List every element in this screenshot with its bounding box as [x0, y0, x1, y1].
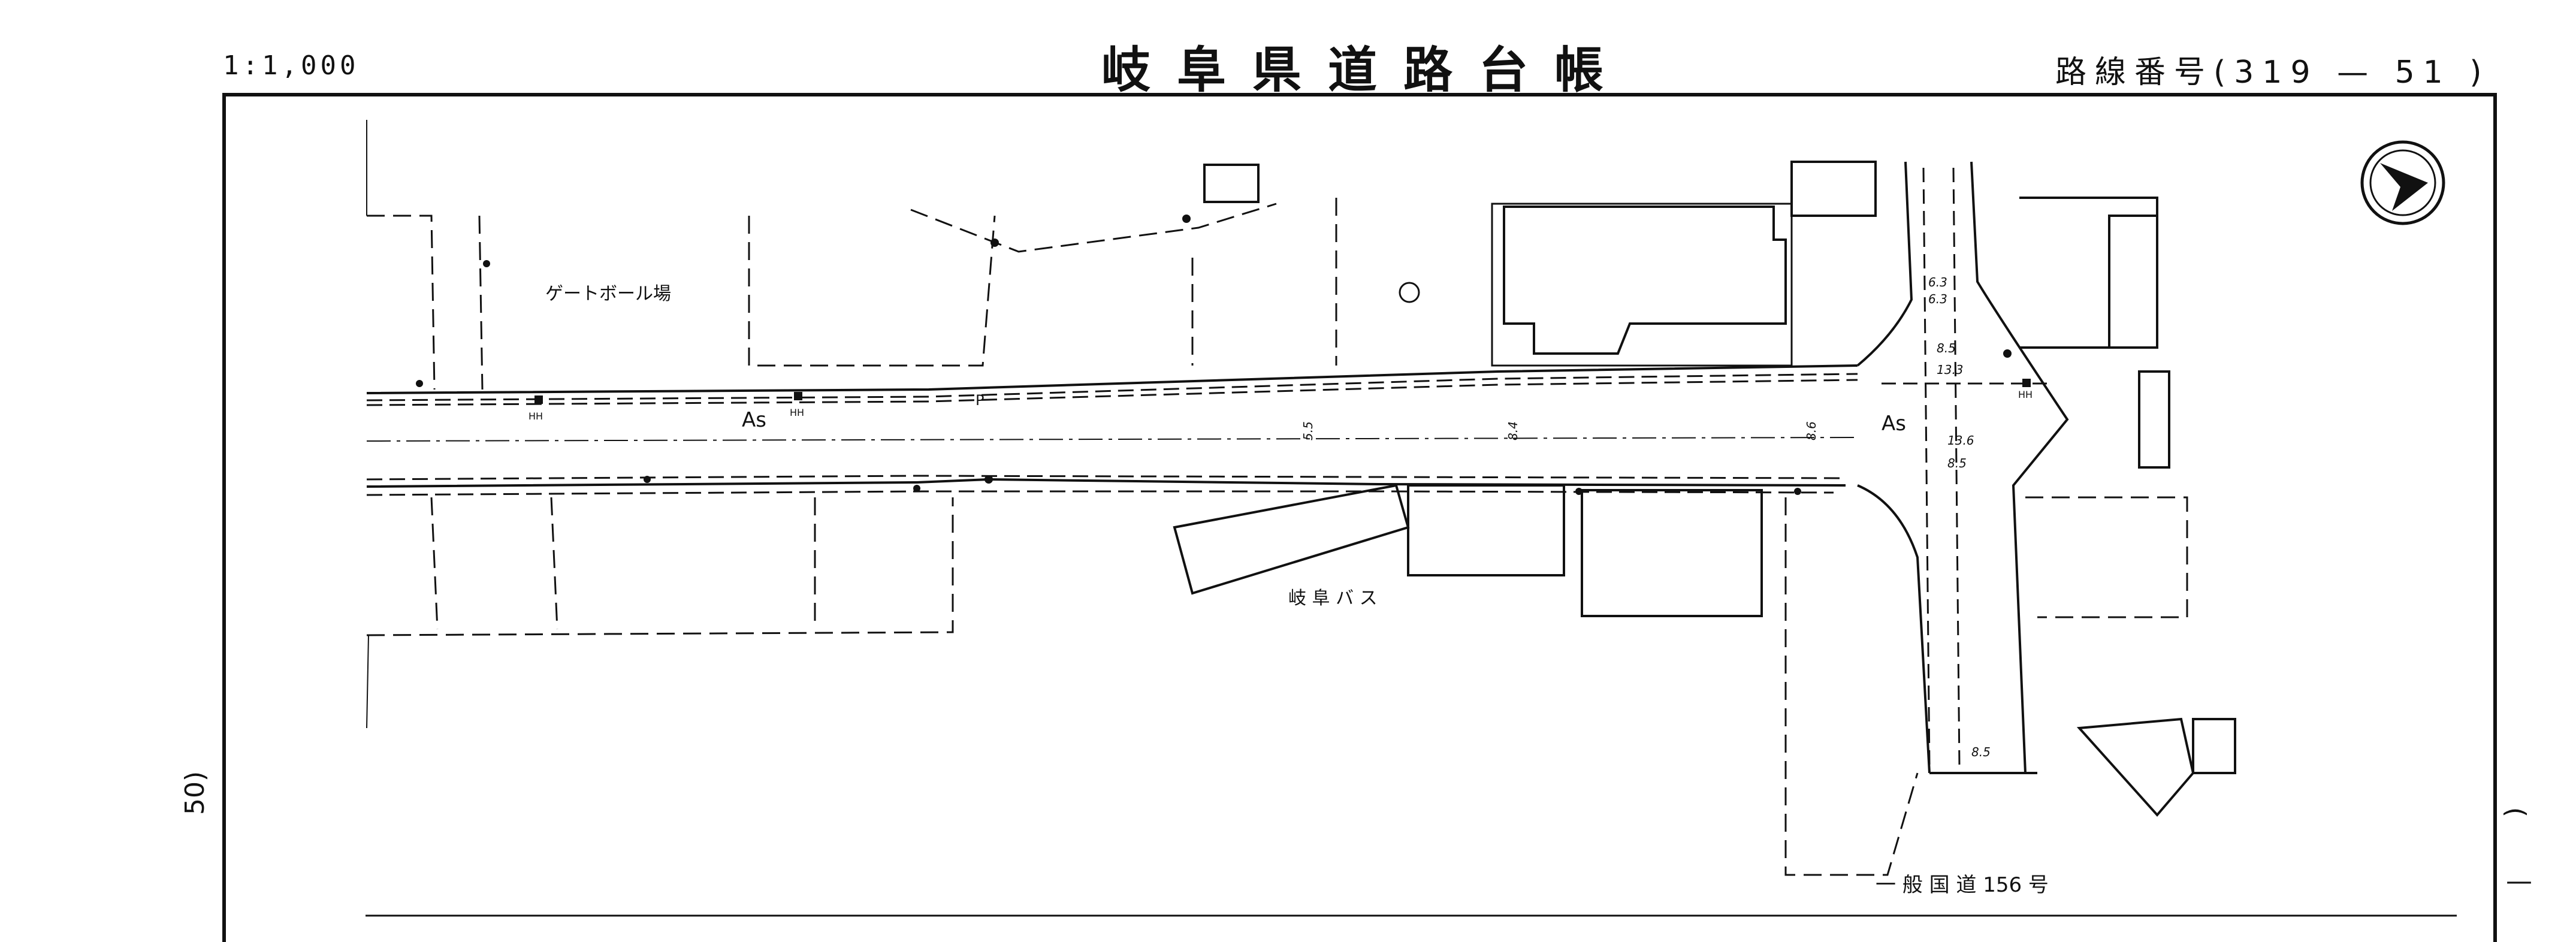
dim-label: 6.3 [1928, 275, 1947, 289]
dim-label: 13.3 [1937, 363, 1964, 377]
side-label-left: 50) [180, 771, 210, 815]
road-dash-south [366, 475, 1846, 481]
page-title: 岐阜県道路台帳 [1101, 42, 1630, 99]
hh-marker: HH [790, 407, 804, 418]
dim-label: 8.5 [1947, 456, 1967, 470]
hh-marker: HH [529, 410, 543, 422]
map-frame [222, 93, 2497, 942]
p-marker: P [976, 392, 984, 409]
dim-label: 13.6 [1947, 433, 1974, 448]
north-arrow-icon [2360, 140, 2445, 225]
road-edge-south [366, 478, 1846, 488]
dim-label: 8.5 [1937, 341, 1956, 355]
hh-marker: HH [2018, 389, 2033, 400]
road-centerline [366, 437, 1858, 442]
dim-label: 6.3 [1928, 292, 1947, 306]
dim-label: 5.5 [1301, 421, 1315, 440]
dim-label: 8.5 [1971, 745, 1991, 759]
post-office-icon [1399, 282, 1420, 303]
label-gifu-bus: 岐 阜 バ ス [1288, 588, 1378, 609]
surface-label-east: As [1882, 412, 1906, 436]
map-scale: 1:1,000 [223, 50, 360, 81]
label-national-route: 一 般 国 道 156 号 [1876, 873, 2049, 897]
dim-label: 8.6 [1804, 421, 1819, 440]
side-label-right-dash: — [2506, 866, 2532, 896]
road-edge-north [366, 364, 1858, 394]
surface-label-west: As [742, 408, 766, 432]
dim-label: 8.4 [1506, 421, 1520, 440]
label-gateball: ゲートボール場 [545, 283, 671, 304]
route-number: 路線番号(319 — 51 ) [2055, 55, 2490, 90]
road-dash-north [366, 373, 1858, 401]
side-label-right-paren: ( [2500, 807, 2532, 818]
